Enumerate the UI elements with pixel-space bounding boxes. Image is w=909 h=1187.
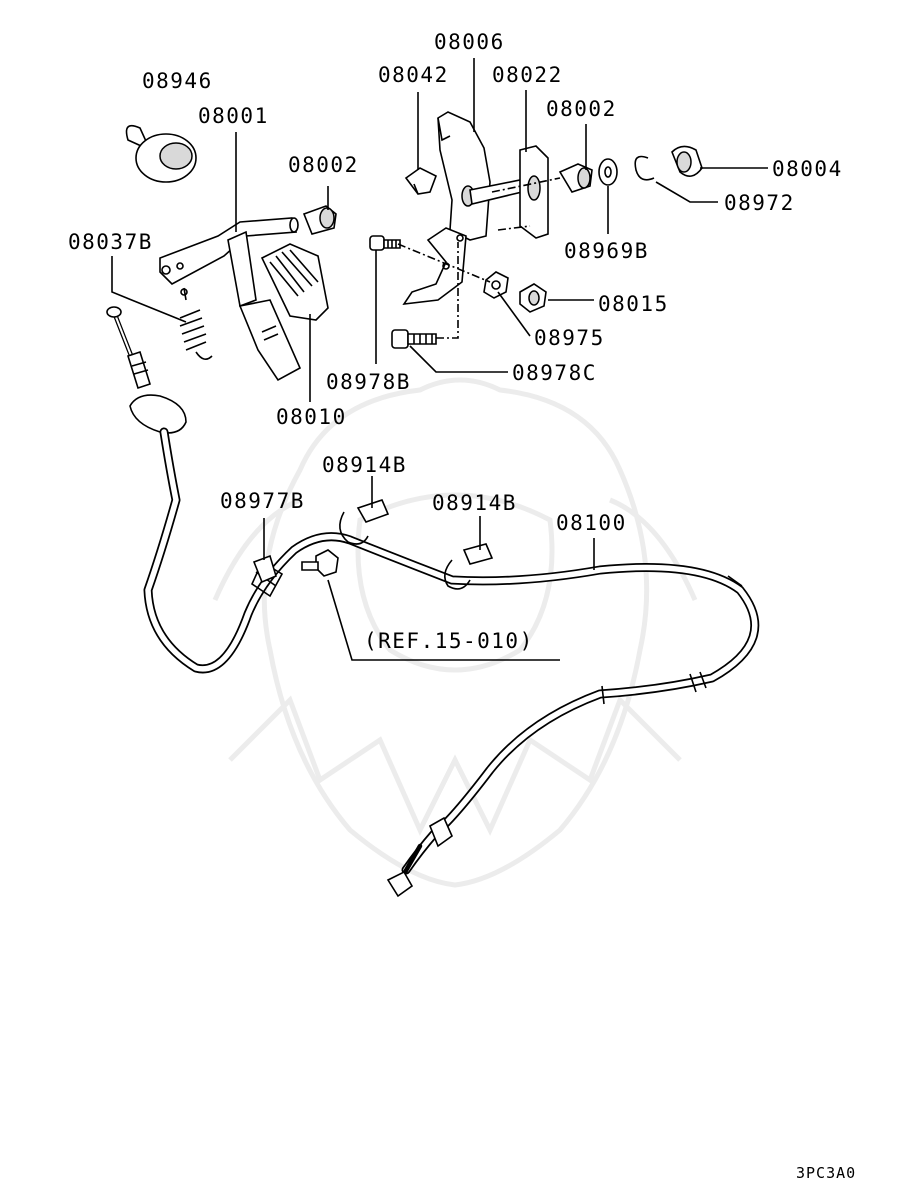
part-08004-bushing: [671, 145, 703, 177]
part-08002-bushing-right: [558, 163, 593, 193]
leader-lines: [111, 58, 768, 661]
part-ref-15-010-bolt: [301, 549, 339, 577]
part-08978B-bolt: [369, 235, 401, 251]
label-08015: 08015: [598, 292, 669, 316]
assembly-lines: [397, 177, 561, 339]
label-08914B-left: 08914B: [322, 453, 407, 477]
label-08006: 08006: [434, 30, 505, 54]
part-08010-pedal-pad: [238, 243, 329, 382]
label-08978B: 08978B: [326, 370, 411, 394]
label-08977B: 08977B: [220, 489, 305, 513]
part-08978C-bolt: [391, 329, 437, 349]
label-reference: (REF.15-010): [364, 629, 534, 653]
label-08004: 08004: [772, 157, 843, 181]
label-08022: 08022: [492, 63, 563, 87]
part-08015-stopper: [519, 283, 547, 313]
callout-labels: 08006 08946 08042 08022 08001 08002 0800…: [68, 30, 856, 1182]
part-08914B-clamp-left: [339, 499, 390, 545]
label-08037B: 08037B: [68, 230, 153, 254]
label-08972: 08972: [724, 191, 795, 215]
label-08975: 08975: [534, 326, 605, 350]
label-08042: 08042: [378, 63, 449, 87]
diagram-code: 3PC3A0: [796, 1164, 856, 1182]
part-08022-plate: [519, 145, 549, 239]
label-08001: 08001: [198, 104, 269, 128]
part-08975-nut: [483, 271, 509, 299]
label-08002-right: 08002: [546, 97, 617, 121]
part-08914B-clamp-right: [444, 543, 494, 590]
part-08006-pedal-bracket: [402, 111, 523, 305]
watermark-emblem: [212, 377, 698, 888]
part-08042-clip: [404, 167, 438, 195]
part-08002-bushing-left: [302, 205, 337, 235]
label-08978C: 08978C: [512, 361, 597, 385]
part-08977B-clip: [252, 554, 277, 584]
label-08100: 08100: [556, 511, 627, 535]
part-08969B-washer: [598, 158, 618, 186]
label-08946: 08946: [142, 69, 213, 93]
part-08100-accelerator-cable: [106, 306, 760, 898]
part-08946-cap: [125, 124, 197, 183]
label-08914B-right: 08914B: [432, 491, 517, 515]
label-08010: 08010: [276, 405, 347, 429]
part-08001-pedal-arm: [159, 217, 299, 308]
label-08002-left: 08002: [288, 153, 359, 177]
label-08969B: 08969B: [564, 239, 649, 263]
part-08972-e-clip: [634, 155, 655, 181]
part-08037B-return-spring: [179, 287, 213, 360]
